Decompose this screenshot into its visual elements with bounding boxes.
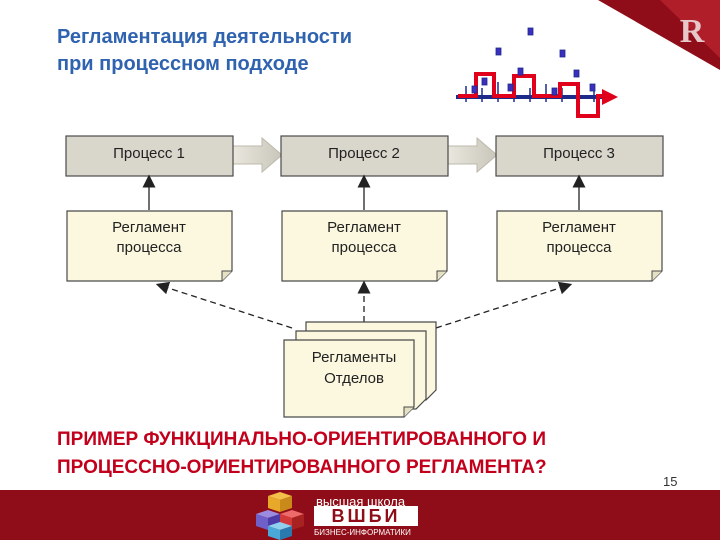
logo-wordmark: ВШБИ xyxy=(314,506,418,526)
process-box-3: Процесс 3 xyxy=(495,135,664,177)
dashed-arrow-1 xyxy=(155,281,293,329)
department-regulations-stack: Регламенты Отделов xyxy=(283,321,437,418)
process-box-2: Процесс 2 xyxy=(280,135,449,177)
question-line-2: ПРОЦЕССНО-ОРИЕНТИРОВАННОГО РЕГЛАМЕНТА? xyxy=(57,457,547,478)
flow-arrow-1 xyxy=(232,136,283,174)
regulation-3-line1: Регламент xyxy=(542,219,616,236)
logo-caption-bottom: БИЗНЕС-ИНФОРМАТИКИ xyxy=(314,528,411,537)
title-line-1: Регламентация деятельности xyxy=(57,26,353,48)
process-label-1: Процесс 1 xyxy=(113,145,185,162)
regulation-doc-3: Регламент процесса xyxy=(496,210,663,282)
hse-logo-icon: R xyxy=(598,0,720,70)
departments-line2: Отделов xyxy=(324,370,384,387)
regulation-2-line2: процесса xyxy=(332,239,398,256)
regulation-1-line2: процесса xyxy=(117,239,183,256)
regulation-doc-2: Регламент процесса xyxy=(281,210,448,282)
regulation-2-line1: Регламент xyxy=(327,219,401,236)
process-box-1: Процесс 1 xyxy=(65,135,234,177)
regulation-3-line2: процесса xyxy=(547,239,613,256)
cubes-logo-icon xyxy=(256,492,304,540)
regulation-doc-1: Регламент процесса xyxy=(66,210,233,282)
question-text: ПРИМЕР ФУНКЦИНАЛЬНО-ОРИЕНТИРОВАННОГО И П… xyxy=(57,426,697,482)
departments-line1: Регламенты xyxy=(312,349,397,366)
page-number: 15 xyxy=(663,474,678,489)
slide-title: Регламентация деятельности при процессно… xyxy=(57,24,437,78)
process-diagram: Процесс 1 Процесс 2 Процесс 3 Регламент … xyxy=(65,135,664,418)
process-label-2: Процесс 2 xyxy=(328,145,400,162)
question-line-1: ПРИМЕР ФУНКЦИНАЛЬНО-ОРИЕНТИРОВАННОГО И xyxy=(57,429,547,450)
flow-arrow-2 xyxy=(447,136,498,174)
regulation-1-line1: Регламент xyxy=(112,219,186,236)
dashed-arrow-3 xyxy=(435,281,573,329)
process-label-3: Процесс 3 xyxy=(543,145,615,162)
svg-text:R: R xyxy=(680,13,705,50)
process-flow-illustration xyxy=(456,27,618,118)
title-line-2: при процессном подходе xyxy=(57,53,309,75)
logo-caption-top: высшая школа xyxy=(316,494,406,509)
